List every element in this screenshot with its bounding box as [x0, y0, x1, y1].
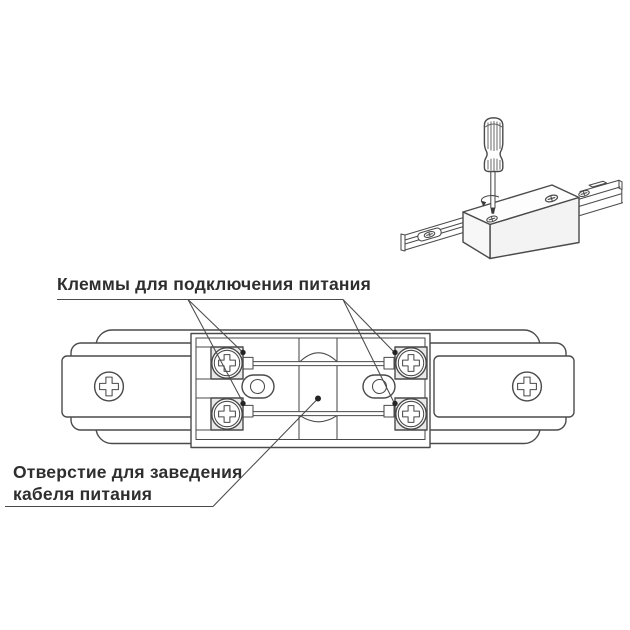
power-wire-top: [252, 361, 385, 367]
screwdriver-tip: [490, 208, 496, 214]
screwdriver: [480, 117, 504, 214]
terminal-screw-top-right: [394, 346, 428, 380]
iso-rail-right-end: [618, 179, 623, 191]
cable-hole-top-arc: [299, 352, 338, 363]
cable-hole-dot: [315, 395, 321, 402]
wire-lug-top-right: [383, 356, 395, 370]
terminal-dot-top-left: [240, 349, 246, 356]
power-wire-bottom: [252, 411, 385, 417]
terminals-leader-line-1: [187, 299, 244, 353]
contact-tab-right-hole: [371, 378, 388, 395]
wire-lug-bottom-right: [383, 404, 395, 418]
left-end-screw: [95, 372, 124, 401]
iso-rail-left-end: [400, 233, 406, 252]
right-end-cap: [433, 355, 575, 418]
cable-hole-leader-line: [212, 398, 319, 507]
terminals-leader-line-4: [342, 299, 395, 404]
terminal-screw-bottom-left: [210, 397, 244, 431]
terminals-leader-line-2: [187, 299, 244, 404]
terminal-screw-bottom-right: [394, 397, 428, 431]
connector-housing-inner: [195, 337, 426, 441]
terminal-dot-bottom-right: [392, 400, 398, 407]
wire-lug-bottom-left: [242, 404, 254, 418]
isometric-illustration: [400, 117, 624, 260]
contact-tab-left-hole: [249, 378, 266, 395]
callout-cable-hole: Отверстие для заведения кабеля питания: [5, 395, 321, 508]
left-end-cap: [61, 355, 197, 418]
right-end-screw: [513, 372, 542, 401]
terminal-dot-top-right: [392, 349, 398, 356]
cable-hole-label-line2: кабеля питания: [13, 484, 152, 504]
wire-lug-top-left: [242, 356, 254, 370]
top-view-diagram: [61, 329, 575, 449]
terminals-label: Клеммы для подключения питания: [57, 274, 371, 294]
rotation-arrow-head: [481, 200, 487, 207]
terminal-dot-bottom-left: [240, 400, 246, 407]
iso-connector-box: [462, 184, 580, 260]
iso-box-left-face: [462, 211, 491, 260]
contact-tab-left: [241, 374, 275, 399]
cable-hole-plate: [298, 337, 338, 441]
iso-track-rail: [400, 179, 624, 252]
iso-rail-end-tab: [588, 180, 608, 188]
cable-hole-label-line1: Отверстие для заведения: [13, 462, 243, 482]
terminals-leader-line-3: [342, 299, 395, 353]
terminal-shelf-lines: [195, 346, 212, 431]
callout-terminals: Клеммы для подключения питания: [57, 274, 398, 407]
contact-tab-right: [362, 374, 396, 399]
cable-hole-bottom-arc: [299, 415, 338, 423]
screwdriver-handle: [483, 117, 504, 173]
screwdriver-shaft: [490, 170, 496, 209]
